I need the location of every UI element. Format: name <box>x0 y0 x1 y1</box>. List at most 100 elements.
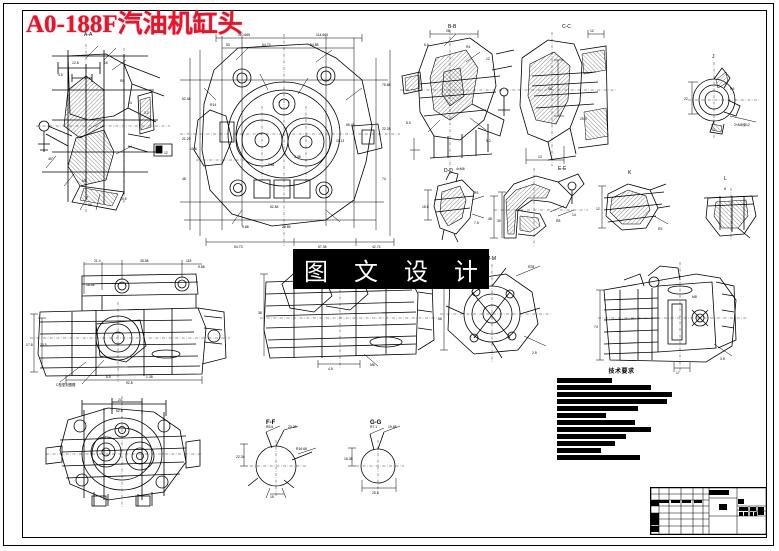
svg-text:45°: 45° <box>48 157 54 161</box>
view-detail-j: J 22 2×M6深12 R6 <box>684 54 762 140</box>
svg-text:8: 8 <box>724 187 726 191</box>
svg-text:22.28: 22.28 <box>382 127 391 131</box>
svg-text:R5.5: R5.5 <box>266 425 273 429</box>
svg-text:75.88: 75.88 <box>382 83 391 87</box>
note-line <box>557 448 601 453</box>
note-line <box>557 420 636 425</box>
note-line <box>557 385 652 390</box>
svg-text:64.73: 64.73 <box>262 43 271 47</box>
svg-text:12: 12 <box>596 207 600 211</box>
view-label-dd: D-D <box>444 168 453 174</box>
view-label-k: K <box>628 170 632 176</box>
svg-text:14: 14 <box>572 213 576 217</box>
svg-text:74: 74 <box>594 325 598 329</box>
sheet-inner-border <box>22 10 767 538</box>
svg-text:2×M6深12: 2×M6深12 <box>734 122 750 127</box>
svg-text:1.38: 1.38 <box>146 375 153 379</box>
view-section-dd: D-D 18.6 R5 7.5 <box>422 168 488 244</box>
svg-text:54.88: 54.88 <box>310 43 319 47</box>
view-label-mm: M-M <box>486 256 496 262</box>
svg-text:26.85: 26.85 <box>282 225 291 229</box>
svg-text:3.2: 3.2 <box>144 111 149 115</box>
svg-text:4.5: 4.5 <box>58 73 63 77</box>
view-detail-l: L 8 <box>700 176 762 244</box>
svg-text:56: 56 <box>438 317 442 321</box>
svg-text:38: 38 <box>258 311 262 315</box>
technical-requirements-lines <box>557 378 672 460</box>
svg-text:17: 17 <box>676 371 680 375</box>
svg-text:20.38: 20.38 <box>288 425 297 429</box>
svg-text:26: 26 <box>88 203 92 207</box>
note-line <box>557 427 652 432</box>
svg-text:12: 12 <box>590 29 594 33</box>
svg-text:2.5: 2.5 <box>532 351 537 355</box>
svg-text:25.5: 25.5 <box>372 491 379 495</box>
svg-text:R3: R3 <box>658 227 662 231</box>
view-label-bb: B-B <box>448 24 457 30</box>
svg-text:18.38: 18.38 <box>344 457 353 461</box>
svg-text:53: 53 <box>226 43 230 47</box>
view-label-aa: A-A <box>84 32 93 38</box>
svg-text:R16.68: R16.68 <box>296 447 307 451</box>
svg-text:6.5: 6.5 <box>424 43 429 47</box>
svg-text:48: 48 <box>488 217 492 221</box>
svg-text:28: 28 <box>446 29 450 33</box>
note-line <box>557 413 607 418</box>
svg-text:M8: M8 <box>82 179 87 183</box>
technical-requirements-block: 技术要求 <box>557 366 672 462</box>
title-block[interactable] <box>650 487 767 535</box>
svg-text:18.6: 18.6 <box>422 205 429 209</box>
svg-text:35.58: 35.58 <box>140 259 149 263</box>
svg-text:R8: R8 <box>120 79 124 83</box>
svg-text:5.2: 5.2 <box>486 139 491 143</box>
svg-text:R5: R5 <box>474 191 478 195</box>
svg-text:R6: R6 <box>730 87 734 91</box>
svg-text:9.86: 9.86 <box>198 265 205 269</box>
svg-text:57.38: 57.38 <box>318 245 327 249</box>
svg-text:7.5: 7.5 <box>474 221 479 225</box>
svg-text:M8: M8 <box>692 295 697 299</box>
svg-text:13: 13 <box>538 155 542 159</box>
svg-text:12.8: 12.8 <box>72 61 79 65</box>
svg-text:24: 24 <box>118 398 122 402</box>
svg-text:17.8: 17.8 <box>26 343 33 347</box>
svg-text:14: 14 <box>128 101 132 105</box>
svg-text:55.48: 55.48 <box>346 123 355 127</box>
svg-text:22: 22 <box>684 97 688 101</box>
note-line <box>557 392 672 397</box>
technical-requirements-heading: 技术要求 <box>608 369 635 375</box>
svg-text:5.5: 5.5 <box>106 375 111 379</box>
svg-text:10.5: 10.5 <box>120 197 127 201</box>
view-section-bb: B-B 28 6.5 <box>400 24 520 179</box>
svg-text:4.5: 4.5 <box>328 367 333 371</box>
svg-text:3.5: 3.5 <box>720 357 725 361</box>
svg-text:M6: M6 <box>370 363 375 367</box>
view-section-aa: A-A <box>28 32 173 214</box>
svg-text:C型密封圈槽: C型密封圈槽 <box>56 382 76 387</box>
svg-text:21.4: 21.4 <box>94 259 101 263</box>
drawing-title: A0-188F汽油机缸头 <box>26 11 243 38</box>
svg-text:19.88: 19.88 <box>388 425 397 429</box>
view-label-j: J <box>712 54 715 60</box>
view-right-elevation: 74 17 3.5 M8 <box>594 256 752 375</box>
svg-text:25.5: 25.5 <box>580 117 587 121</box>
svg-text:18.58: 18.58 <box>86 283 95 287</box>
note-line <box>557 455 640 460</box>
svg-text:15: 15 <box>270 495 274 499</box>
svg-text:11.13: 11.13 <box>336 139 344 143</box>
note-line <box>557 434 626 439</box>
note-line <box>557 378 613 383</box>
svg-text:12: 12 <box>164 151 168 155</box>
svg-text:118: 118 <box>186 259 192 263</box>
watermark-banner: 图 文 设 计 <box>293 249 489 289</box>
sheet-outer-border <box>3 3 774 546</box>
svg-text:114.665: 114.665 <box>316 33 328 37</box>
note-line <box>557 441 615 446</box>
